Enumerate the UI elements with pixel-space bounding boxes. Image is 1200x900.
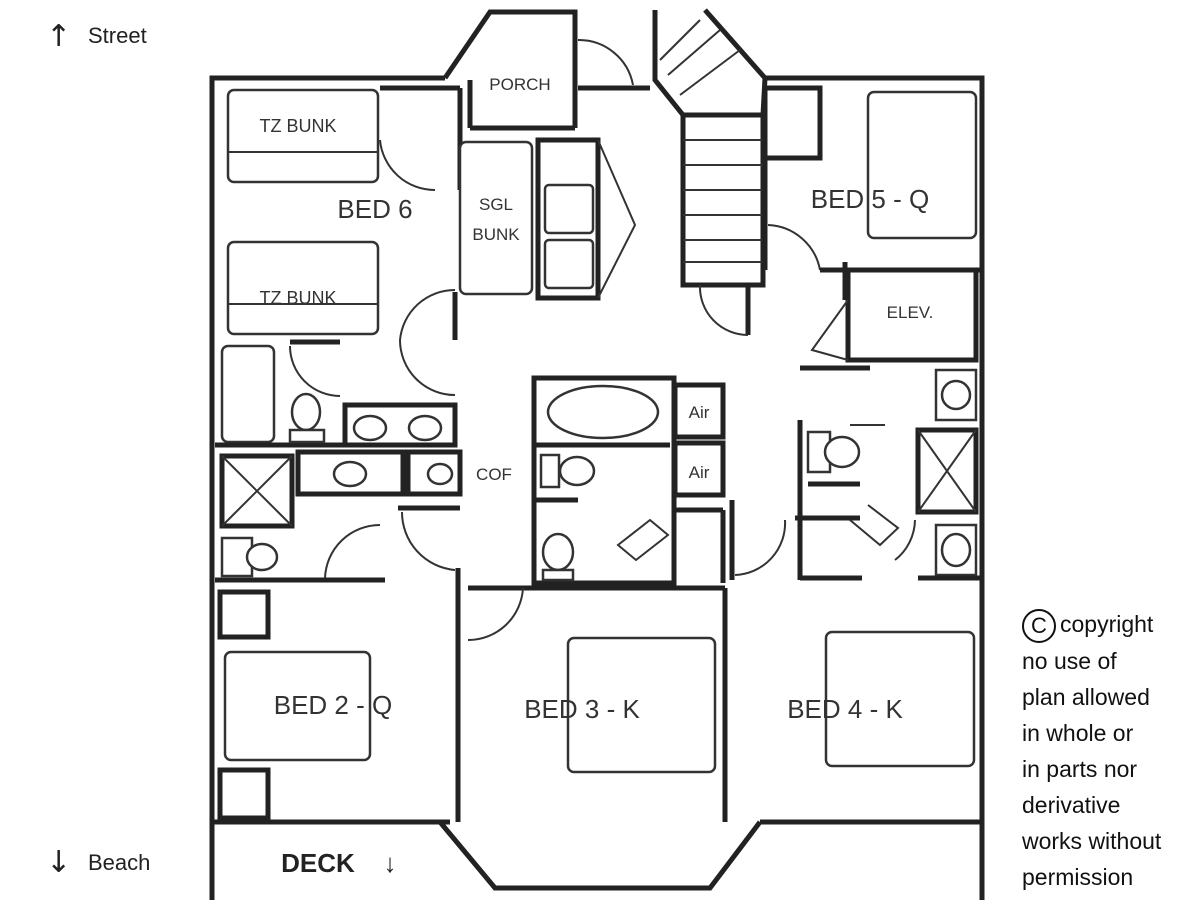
- bed4-label: BED 4 - K: [787, 694, 903, 724]
- bed6-label: BED 6: [337, 194, 412, 224]
- tz-bunk-top-label: TZ BUNK: [259, 116, 336, 136]
- bed3-label: BED 3 - K: [524, 694, 640, 724]
- bed4-area: [824, 630, 976, 768]
- copyright-word: copyright: [1060, 611, 1154, 637]
- sgl-label-line2: BUNK: [472, 225, 520, 244]
- deck-arrow-icon: ↓: [384, 848, 397, 878]
- bath-right: [795, 365, 982, 581]
- street-label: Street: [88, 23, 147, 48]
- bath-center: [531, 375, 787, 586]
- copyright-line-3: plan allowed: [1022, 683, 1150, 710]
- bath-left: [215, 339, 463, 583]
- bed2-area: [217, 568, 461, 822]
- copyright-icon: C: [1022, 608, 1056, 643]
- sgl-label-line1: SGL: [479, 195, 513, 214]
- outer-walls: [209, 9, 985, 900]
- air-label-2: Air: [689, 463, 710, 482]
- copyright-line-6: derivative: [1022, 791, 1121, 818]
- bed6-area: [226, 85, 534, 396]
- elevator: [810, 267, 979, 363]
- laundry-area: [535, 137, 637, 301]
- street-arrow-icon: ↑: [46, 19, 72, 54]
- copyright-line-8: permission: [1022, 863, 1134, 890]
- copyright-line-4: in whole or: [1022, 719, 1134, 746]
- deck-label: DECK: [281, 848, 355, 878]
- porch-label: PORCH: [489, 75, 550, 94]
- cof-label: COF: [476, 465, 512, 484]
- bed2-label: BED 2 - Q: [274, 690, 392, 720]
- bed3-area: [467, 585, 728, 822]
- copyright-line-7: works without: [1022, 827, 1162, 854]
- bed5-label: BED 5 - Q: [811, 184, 929, 214]
- beach-label: Beach: [88, 850, 151, 875]
- stairs: [577, 8, 768, 337]
- copyright-line-2: no use of: [1022, 647, 1117, 674]
- beach-arrow-icon: ↓: [46, 845, 72, 880]
- air-label-1: Air: [689, 403, 710, 422]
- tz-bunk-bottom-label: TZ BUNK: [259, 288, 336, 308]
- elev-label: ELEV.: [887, 303, 934, 322]
- copyright-line-5: in parts nor: [1022, 755, 1138, 782]
